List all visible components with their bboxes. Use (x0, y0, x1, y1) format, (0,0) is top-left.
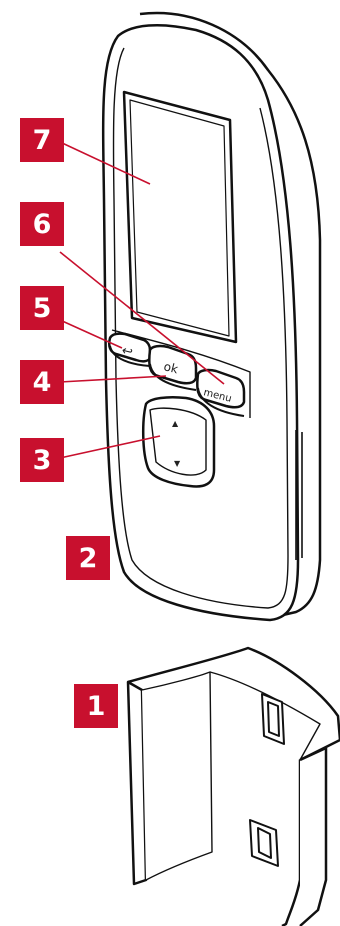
down-arrow-icon: ▼ (174, 459, 181, 468)
holder-left-inner (142, 672, 212, 880)
callout-3: 3 (20, 438, 64, 482)
up-arrow-icon: ▲ (172, 419, 179, 428)
callout-2-label: 2 (79, 543, 98, 574)
callout-1: 1 (74, 684, 118, 728)
callout-5-label: 5 (33, 293, 52, 324)
navigation-pad[interactable] (143, 397, 214, 486)
callout-6-label: 6 (33, 209, 52, 240)
callout-3-label: 3 (33, 445, 52, 476)
wall-holder (128, 648, 340, 926)
callout-7-label: 7 (33, 125, 52, 156)
holder-upper-slot (262, 694, 284, 744)
callout-4: 4 (20, 360, 64, 404)
callout-6: 6 (20, 202, 64, 246)
callout-2: 2 (66, 536, 110, 580)
holder-right-wall (300, 748, 326, 926)
remote-control (103, 13, 320, 620)
display-screen (124, 92, 236, 342)
callout-5: 5 (20, 286, 64, 330)
callout-4-label: 4 (33, 367, 52, 398)
callout-7: 7 (20, 118, 64, 162)
callout-1-label: 1 (87, 691, 106, 722)
